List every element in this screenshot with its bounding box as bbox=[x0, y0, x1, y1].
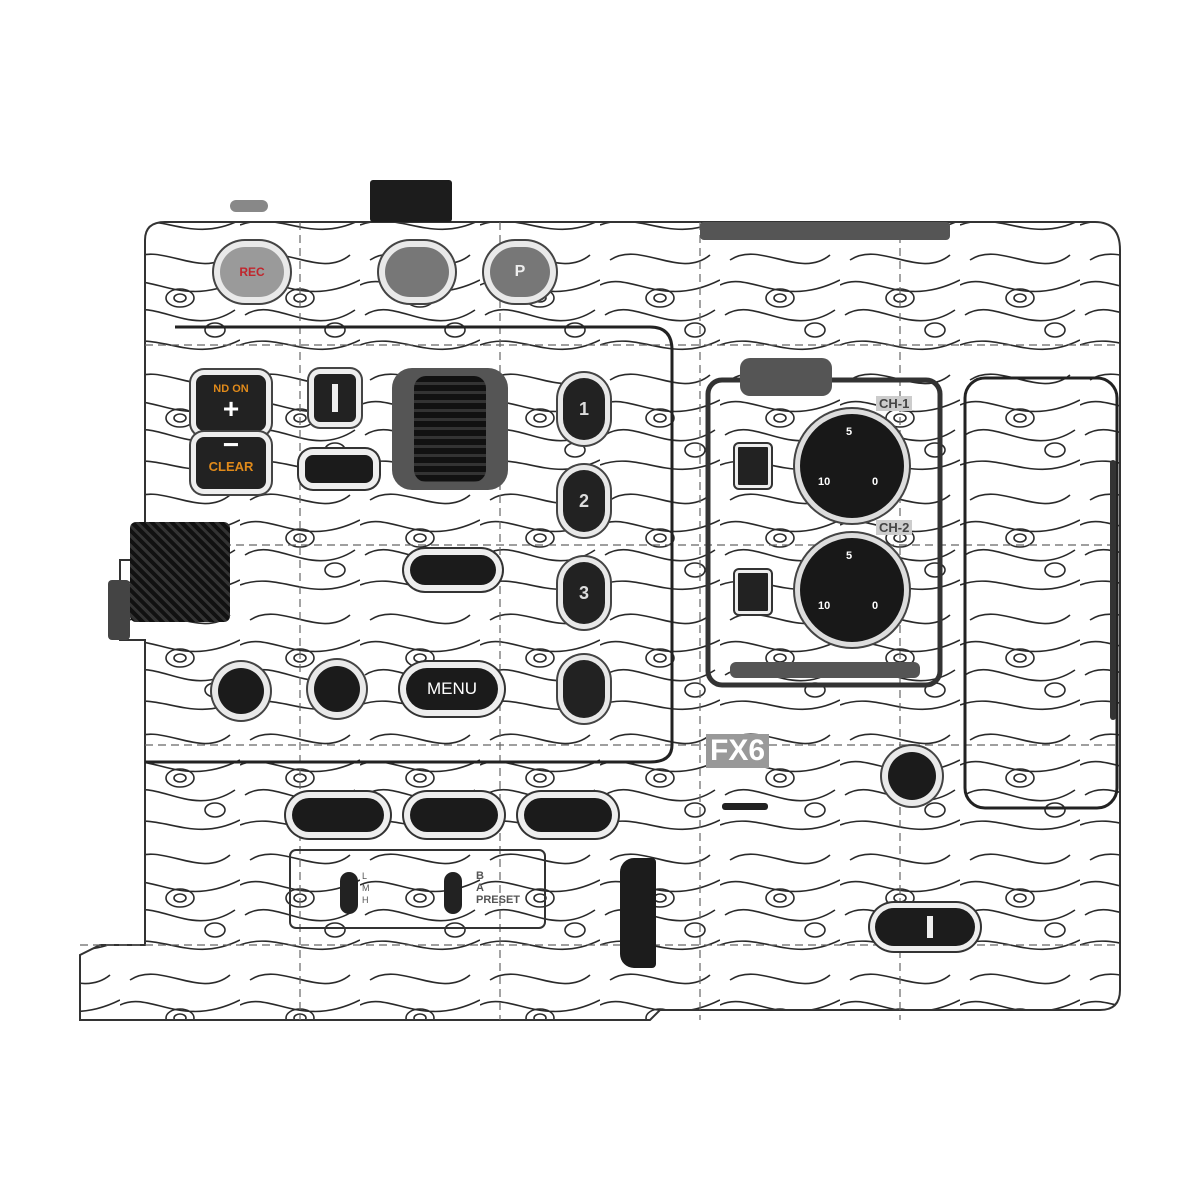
slot-icon bbox=[722, 803, 768, 810]
minus-label: − bbox=[222, 429, 240, 460]
wb-a: A bbox=[476, 882, 484, 894]
top-grip-icon bbox=[700, 222, 950, 240]
bottom-pill-button-2[interactable] bbox=[410, 798, 498, 832]
ch1-volume-dial[interactable]: 5 0 10 bbox=[800, 414, 904, 518]
menu-button[interactable]: MENU bbox=[406, 668, 498, 710]
assign-1-label: 1 bbox=[578, 398, 589, 419]
ch1-mode-switch[interactable] bbox=[735, 444, 771, 488]
side-dial[interactable] bbox=[130, 522, 230, 622]
gain-m: M bbox=[362, 883, 370, 893]
power-switch[interactable] bbox=[875, 908, 975, 946]
thumbnail-button[interactable] bbox=[410, 555, 496, 585]
right-round-button[interactable] bbox=[888, 752, 936, 800]
round-button-left[interactable] bbox=[218, 668, 264, 714]
assign-2-label: 2 bbox=[578, 490, 589, 511]
right-panel-latch-icon bbox=[1110, 460, 1116, 720]
ch1-mark-10: 10 bbox=[818, 476, 831, 488]
clear-button[interactable]: − CLEAR bbox=[196, 429, 266, 489]
side-dial-housing-icon bbox=[108, 580, 130, 640]
switch-indicator-icon bbox=[332, 384, 338, 412]
rec-button[interactable]: REC bbox=[220, 247, 284, 297]
p-button[interactable]: P bbox=[490, 247, 550, 297]
nd-on-label: ND ON bbox=[213, 383, 249, 395]
ch2-mark-0: 0 bbox=[872, 600, 879, 612]
p-label: P bbox=[514, 263, 526, 280]
assign-button-1[interactable]: 1 bbox=[563, 378, 605, 440]
bottom-pill-button-3[interactable] bbox=[524, 798, 612, 832]
clear-label: CLEAR bbox=[208, 459, 254, 474]
ch2-mark-10: 10 bbox=[818, 600, 831, 612]
ch2-label: CH-2 bbox=[876, 520, 913, 535]
iris-wheel[interactable] bbox=[392, 368, 508, 490]
lens-release-icon bbox=[620, 858, 656, 968]
audio-panel-bottom-icon bbox=[730, 662, 920, 678]
handle-mount-icon bbox=[370, 180, 452, 222]
wb-labels: B A PRESET bbox=[476, 870, 546, 906]
gain-h: H bbox=[362, 895, 369, 905]
model-badge: FX6 bbox=[706, 734, 770, 768]
gain-l: L bbox=[362, 871, 368, 881]
assign-button-2[interactable]: 2 bbox=[563, 470, 605, 532]
ch2-volume-dial[interactable]: 5 0 10 bbox=[800, 538, 904, 642]
hotshoe-screw-icon bbox=[230, 200, 268, 212]
gain-labels: L M H bbox=[362, 870, 392, 906]
wheel-ridges-icon bbox=[414, 376, 486, 482]
assign-3-label: 3 bbox=[578, 582, 589, 603]
ch1-label: CH-1 bbox=[876, 396, 913, 411]
nd-variable-switch[interactable] bbox=[314, 374, 356, 422]
nd-filter-button[interactable] bbox=[305, 455, 373, 483]
nd-on-button[interactable]: ND ON + bbox=[196, 375, 266, 431]
joystick-button[interactable] bbox=[385, 247, 449, 297]
ch1-mark-0: 0 bbox=[872, 476, 879, 488]
rec-label: REC bbox=[239, 265, 265, 279]
ch2-mark-5: 5 bbox=[846, 550, 853, 562]
menu-label: MENU bbox=[426, 679, 478, 698]
wb-switch[interactable] bbox=[444, 872, 462, 914]
ch1-mark-5: 5 bbox=[846, 426, 853, 438]
bottom-pill-button-1[interactable] bbox=[292, 798, 384, 832]
assign-button-3[interactable]: 3 bbox=[563, 562, 605, 624]
round-button-mid[interactable] bbox=[314, 666, 360, 712]
power-indicator-icon bbox=[927, 916, 933, 938]
ch2-mode-switch[interactable] bbox=[735, 570, 771, 614]
wb-preset: PRESET bbox=[476, 894, 521, 906]
wb-b: B bbox=[476, 870, 484, 882]
audio-panel-top-icon bbox=[740, 358, 832, 396]
gain-switch[interactable] bbox=[340, 872, 358, 914]
plus-label: + bbox=[222, 393, 240, 424]
assign-button-4[interactable] bbox=[563, 660, 605, 718]
